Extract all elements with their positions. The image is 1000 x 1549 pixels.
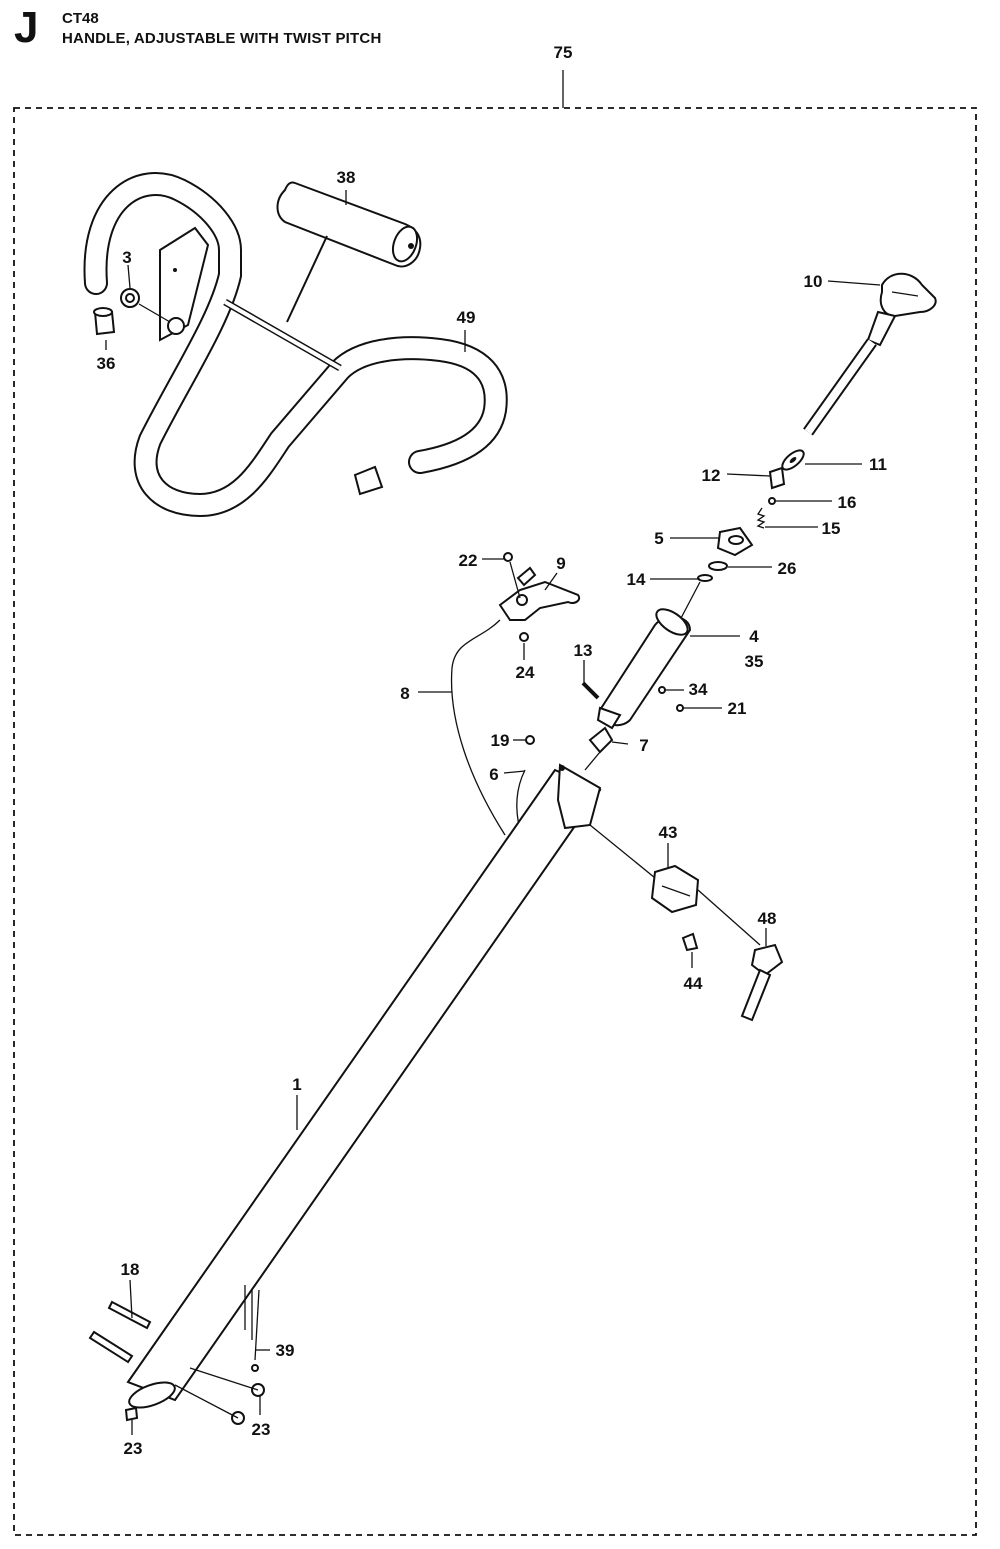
callout-36: 36 bbox=[97, 354, 116, 373]
spring-15 bbox=[756, 507, 766, 529]
twist-knob-10 bbox=[803, 272, 937, 436]
clip-14 bbox=[697, 574, 713, 582]
clamp-43 bbox=[650, 864, 700, 914]
callout-23-left: 23 bbox=[124, 1439, 143, 1458]
screw-44 bbox=[681, 932, 699, 952]
handle-bar-part bbox=[83, 172, 508, 518]
callout-39: 39 bbox=[276, 1341, 295, 1360]
washer-11 bbox=[781, 449, 805, 471]
lever-48 bbox=[740, 943, 784, 1022]
throttle-lever-9 bbox=[498, 566, 581, 621]
screw-21 bbox=[676, 704, 684, 712]
bolt-18 bbox=[88, 1300, 152, 1364]
callout-16: 16 bbox=[838, 493, 857, 512]
callout-14: 14 bbox=[627, 570, 646, 589]
nut-3 bbox=[120, 288, 171, 323]
callout-12: 12 bbox=[702, 466, 721, 485]
callout-11: 11 bbox=[869, 455, 887, 474]
callout-5: 5 bbox=[654, 529, 663, 548]
cable-8 bbox=[450, 619, 506, 836]
section-letter: J bbox=[14, 3, 39, 52]
callout-1: 1 bbox=[292, 1075, 301, 1094]
callout-22: 22 bbox=[459, 551, 478, 570]
bearing-5 bbox=[716, 526, 754, 557]
end-cap-36 bbox=[93, 307, 116, 336]
pin-16 bbox=[768, 497, 776, 505]
screw-19 bbox=[525, 735, 535, 745]
washer-26 bbox=[708, 561, 728, 571]
clip-7 bbox=[584, 726, 614, 771]
callout-23-right: 23 bbox=[252, 1420, 271, 1439]
nut-23 bbox=[124, 1367, 265, 1425]
model-name: CT48 bbox=[62, 10, 99, 27]
grip-tube-4 bbox=[596, 608, 692, 730]
wire-39 bbox=[244, 1285, 260, 1372]
nut-24 bbox=[519, 632, 529, 642]
callout-19: 19 bbox=[491, 731, 510, 750]
callout-10: 10 bbox=[804, 272, 823, 291]
screw-22 bbox=[503, 552, 521, 599]
callout-21: 21 bbox=[728, 699, 747, 718]
callout-44: 44 bbox=[684, 974, 703, 993]
assembly-boundary bbox=[13, 107, 977, 1536]
callout-13: 13 bbox=[574, 641, 593, 660]
callout-24: 24 bbox=[516, 663, 535, 682]
leader-lines bbox=[105, 190, 881, 1435]
nut-34 bbox=[658, 686, 666, 694]
callout-43: 43 bbox=[659, 823, 678, 842]
callout-26: 26 bbox=[778, 559, 797, 578]
callout-6: 6 bbox=[489, 765, 498, 784]
callout-15: 15 bbox=[822, 519, 841, 538]
screw-13 bbox=[581, 681, 600, 700]
bushing-12 bbox=[768, 466, 786, 490]
grip-38 bbox=[276, 181, 422, 323]
callout-3: 3 bbox=[122, 248, 131, 267]
callout-49: 49 bbox=[457, 308, 476, 327]
callout-38: 38 bbox=[337, 168, 356, 187]
callout-75: 75 bbox=[554, 43, 573, 62]
callout-7: 7 bbox=[639, 736, 648, 755]
callout-9: 9 bbox=[556, 554, 565, 573]
callout-8: 8 bbox=[400, 684, 409, 703]
callout-35: 35 bbox=[745, 652, 764, 671]
callout-4: 4 bbox=[749, 627, 759, 646]
callout-18: 18 bbox=[121, 1260, 140, 1279]
callout-48: 48 bbox=[758, 909, 777, 928]
callout-34: 34 bbox=[689, 680, 708, 699]
end-cap-49 bbox=[353, 465, 384, 496]
main-shaft-1 bbox=[126, 763, 602, 1409]
diagram-title: HANDLE, ADJUSTABLE WITH TWIST PITCH bbox=[62, 30, 382, 47]
